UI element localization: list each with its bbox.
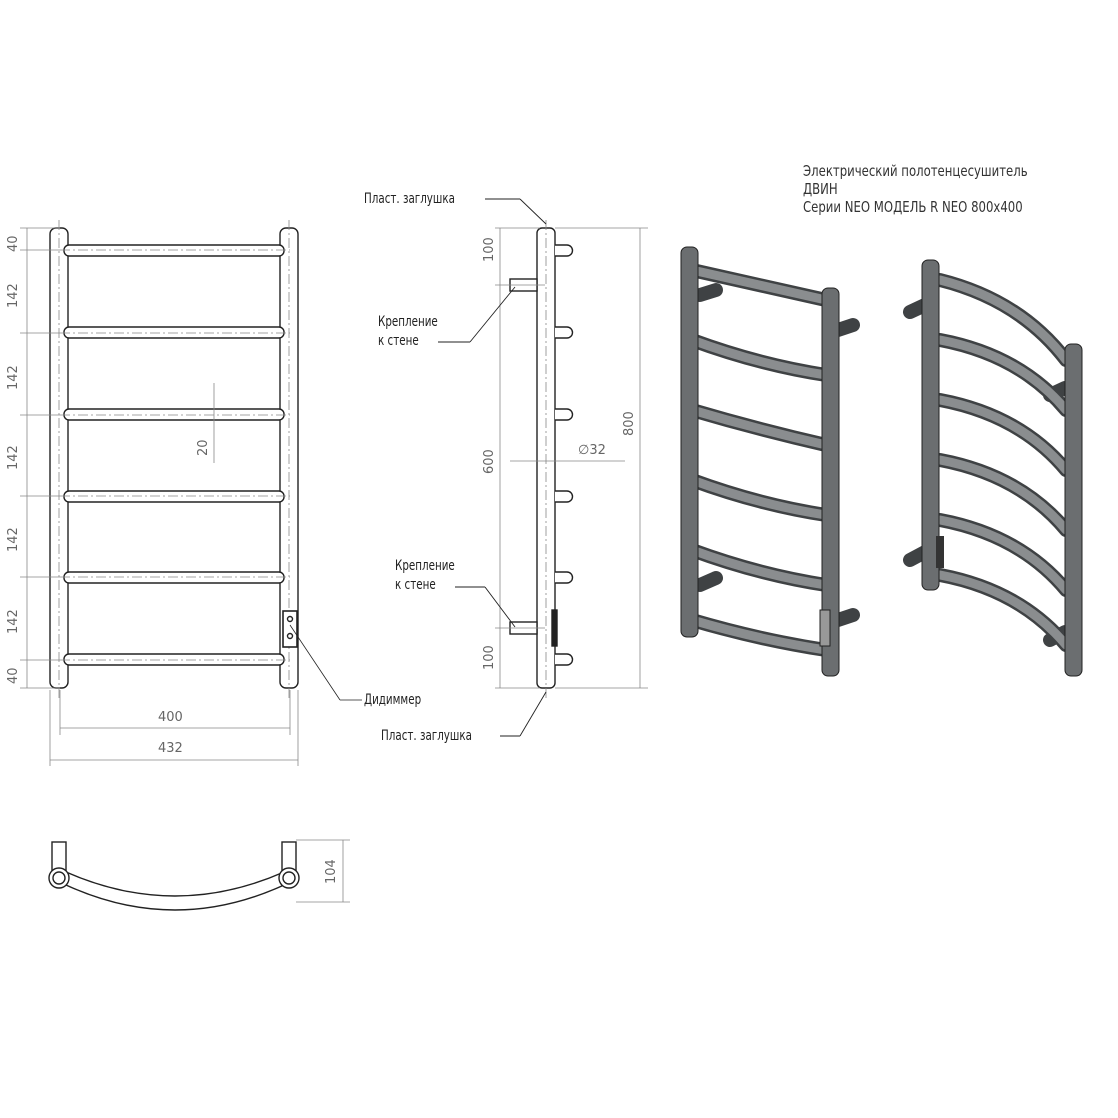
mount-bottom-label-1: Крепление [395, 558, 455, 574]
dim-total-height: 800 [622, 411, 637, 436]
side-rail-stubs [555, 244, 574, 666]
dim-mount-spacing: 600 [482, 449, 497, 474]
dim-tube-diameter: ∅32 [578, 443, 606, 458]
mount-bottom-label-2: к стене [395, 577, 436, 593]
render-3d-side [903, 259, 1083, 677]
dim-rail-gap-5: 142 [6, 609, 21, 634]
top-cap-label: Пласт. заглушка [364, 191, 455, 207]
title-line-1: Электрический полотенцесушитель ДВИН [803, 162, 1028, 198]
bottom-cap-label: Пласт. заглушка [381, 728, 472, 744]
dim-rail-gap-4: 142 [6, 527, 21, 552]
dim-inner-width: 400 [158, 710, 183, 725]
top-view [48, 839, 350, 911]
render-3d-front [680, 246, 860, 677]
dim-rail-gap-1: 142 [6, 283, 21, 308]
title-line-2: Серии NEO МОДЕЛЬ R NEO 800x400 [803, 198, 1023, 216]
front-view [20, 220, 362, 766]
dim-rail-gap-3: 142 [6, 445, 21, 470]
dim-top-offset: 40 [6, 235, 21, 252]
dimmer-box [282, 610, 298, 648]
dim-top-mount: 100 [482, 237, 497, 262]
dim-bottom-offset: 40 [6, 667, 21, 684]
dim-total-width: 432 [158, 741, 183, 756]
dimmer-label: Дидиммер [364, 692, 422, 708]
front-rails [63, 244, 285, 666]
dim-depth: 104 [324, 859, 339, 884]
side-view [438, 198, 648, 737]
dim-rail-gap-2: 142 [6, 365, 21, 390]
drawing-title: Электрический полотенцесушитель ДВИН Сер… [803, 162, 1049, 216]
mount-top-label-1: Крепление [378, 314, 438, 330]
dim-bottom-mount: 100 [482, 645, 497, 670]
mount-top-label-2: к стене [378, 333, 419, 349]
dim-rail-diameter: 20 [196, 439, 211, 456]
